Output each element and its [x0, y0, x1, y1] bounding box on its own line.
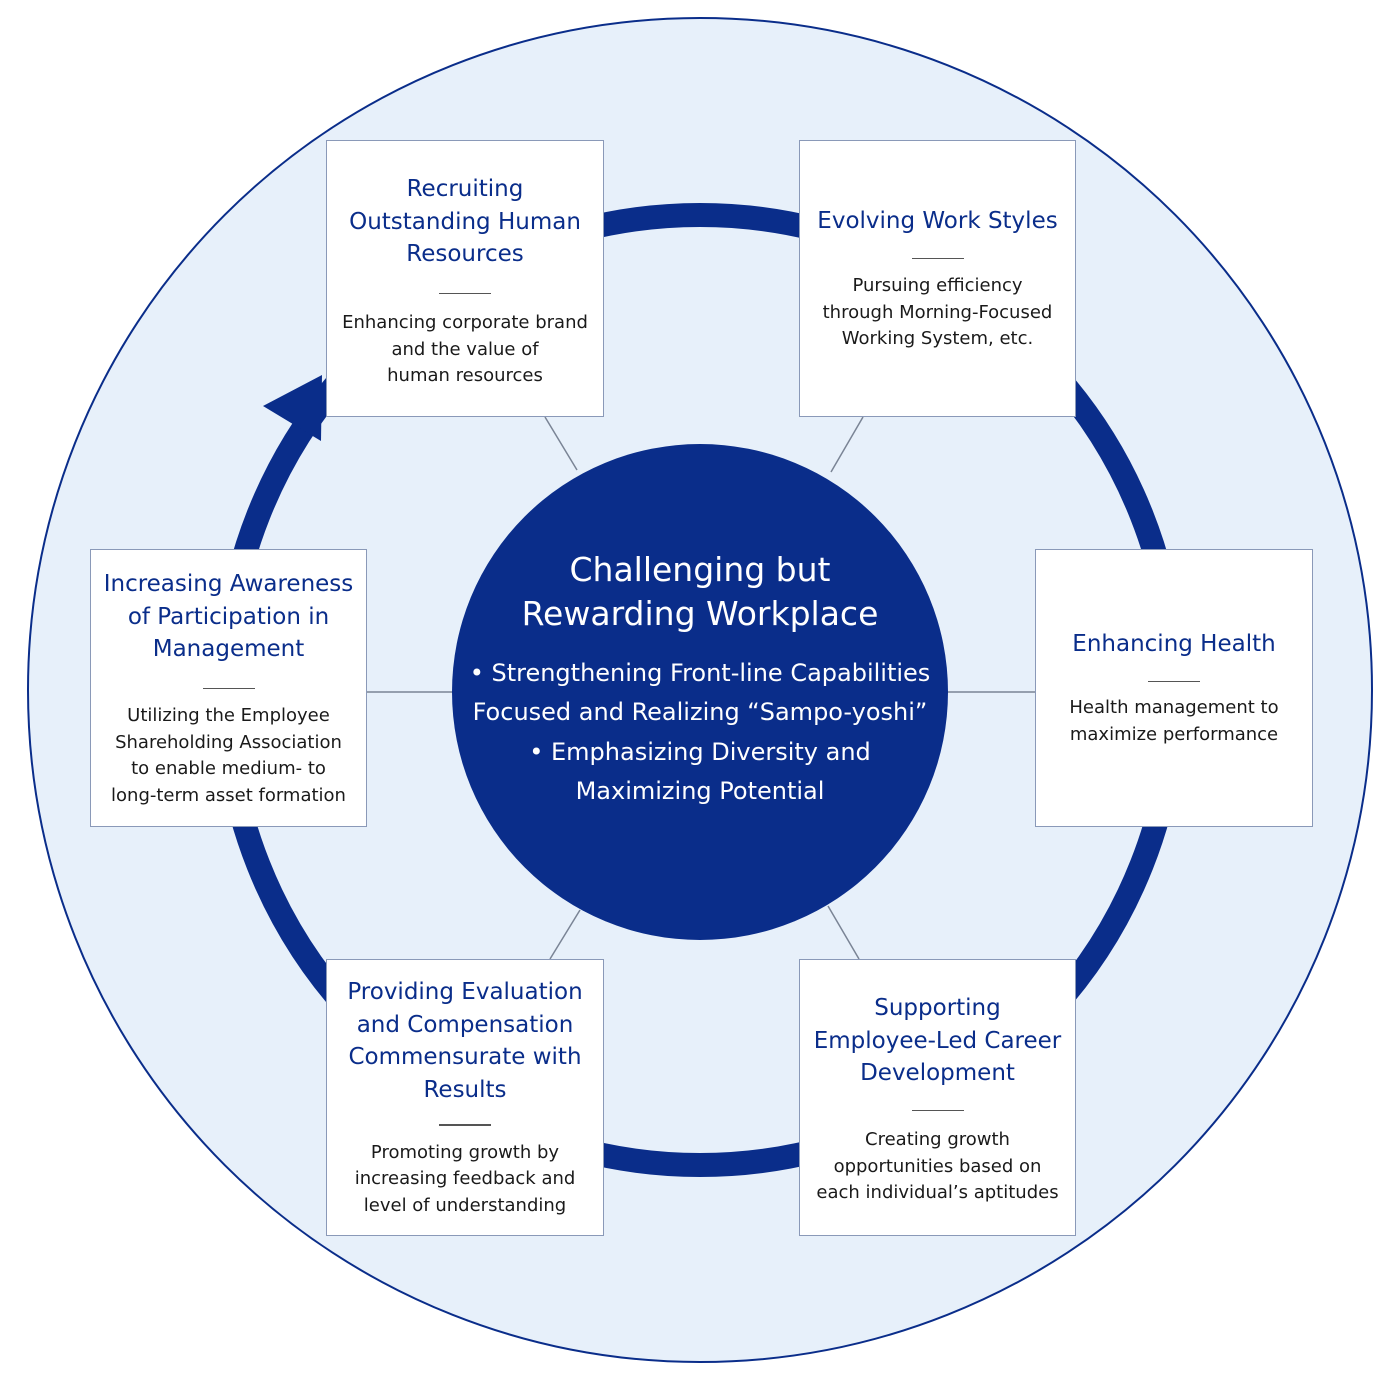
- connector-recruiting: [544, 416, 578, 471]
- center-bullet-diversity: • Emphasizing Diversity and Maximizing P…: [529, 738, 871, 805]
- center-content: Challenging but Rewarding Workplace • St…: [452, 548, 948, 810]
- center-title: Challenging but Rewarding Workplace: [521, 550, 879, 633]
- box-health-title: Enhancing Health: [1072, 631, 1276, 657]
- cycle-arrowhead: [263, 375, 322, 441]
- connector-evaluation: [549, 909, 581, 960]
- box-evaluation-title: Providing Evaluation and Compensation Co…: [347, 979, 583, 1103]
- center-bullet-frontline: • Strengthening Front-line Capabilities …: [469, 659, 931, 726]
- connector-work-styles: [830, 416, 864, 473]
- box-recruiting: Recruiting Outstanding Human Resources E…: [326, 140, 604, 417]
- box-recruiting-title: Recruiting Outstanding Human Resources: [349, 176, 581, 267]
- box-participation: Increasing Awareness of Participation in…: [90, 549, 367, 827]
- center-circle: [452, 444, 948, 940]
- box-work-styles-desc: Pursuing efficiency through Morning-Focu…: [822, 275, 1053, 349]
- box-recruiting-desc: Enhancing corporate brand and the value …: [342, 312, 588, 386]
- box-participation-divider: [202, 687, 255, 689]
- box-career: Supporting Employee-Led Career Developme…: [799, 959, 1076, 1236]
- box-work-styles-title: Evolving Work Styles: [817, 208, 1058, 234]
- box-career-title: Supporting Employee-Led Career Developme…: [813, 995, 1062, 1086]
- box-participation-desc: Utilizing the Employee Shareholding Asso…: [111, 705, 346, 806]
- box-evaluation-desc: Promoting growth by increasing feedback …: [354, 1141, 576, 1216]
- box-evaluation: Providing Evaluation and Compensation Co…: [326, 959, 604, 1236]
- box-health-divider: [1148, 680, 1200, 682]
- box-work-styles: Evolving Work Styles Pursuing efficiency…: [799, 140, 1076, 417]
- box-health-desc: Health management to maximize performanc…: [1069, 697, 1279, 745]
- connector-career: [827, 905, 860, 960]
- box-evaluation-divider: [439, 1124, 491, 1126]
- box-career-desc: Creating growth opportunities based on e…: [816, 1129, 1059, 1203]
- box-career-divider: [911, 1109, 964, 1111]
- box-health: Enhancing Health Health management to ma…: [1035, 549, 1313, 827]
- box-work-styles-divider: [911, 257, 964, 259]
- connectors: [367, 416, 1036, 960]
- box-recruiting-divider: [439, 292, 491, 294]
- box-participation-title: Increasing Awareness of Participation in…: [103, 571, 354, 662]
